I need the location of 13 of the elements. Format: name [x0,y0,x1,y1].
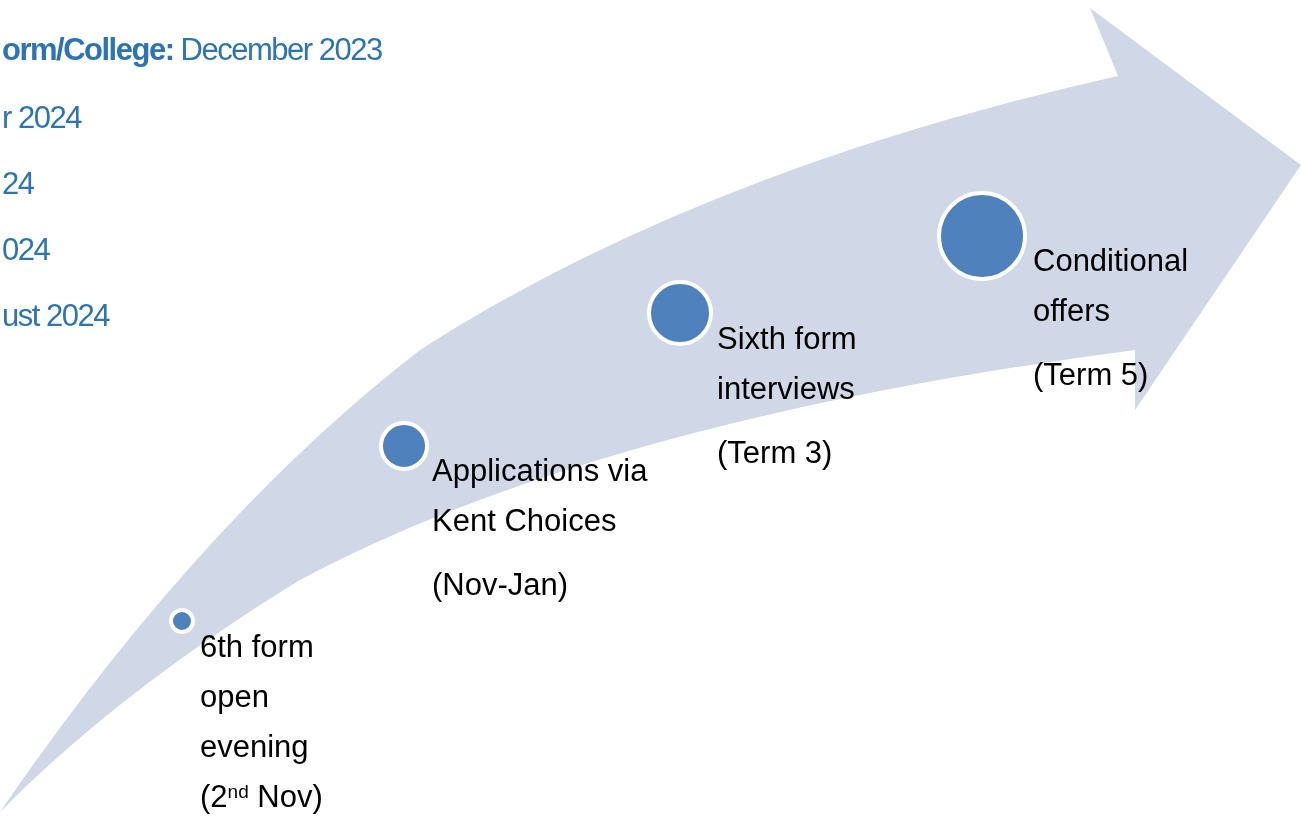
date-text: ust 2024 [2,297,109,335]
date-text: 24 [2,165,34,203]
milestone-date: (Term 3) [717,434,834,472]
milestone-date: (Term 5) [1033,356,1150,394]
milestone-label: Sixth form interviews [717,320,858,408]
milestone-label: Applications via Kent Choices [432,452,649,540]
date-text: r 2024 [2,99,81,137]
milestone-date: (2$^{nd}$ Nov) [200,778,324,816]
milestone-label: Conditional offers [1033,242,1190,330]
date-text: orm/College: December 2023 [2,31,382,69]
milestone-label: 6th form open evening [200,628,315,766]
date-text: 024 [2,231,50,269]
milestone-date: (Nov-Jan) [432,566,570,604]
